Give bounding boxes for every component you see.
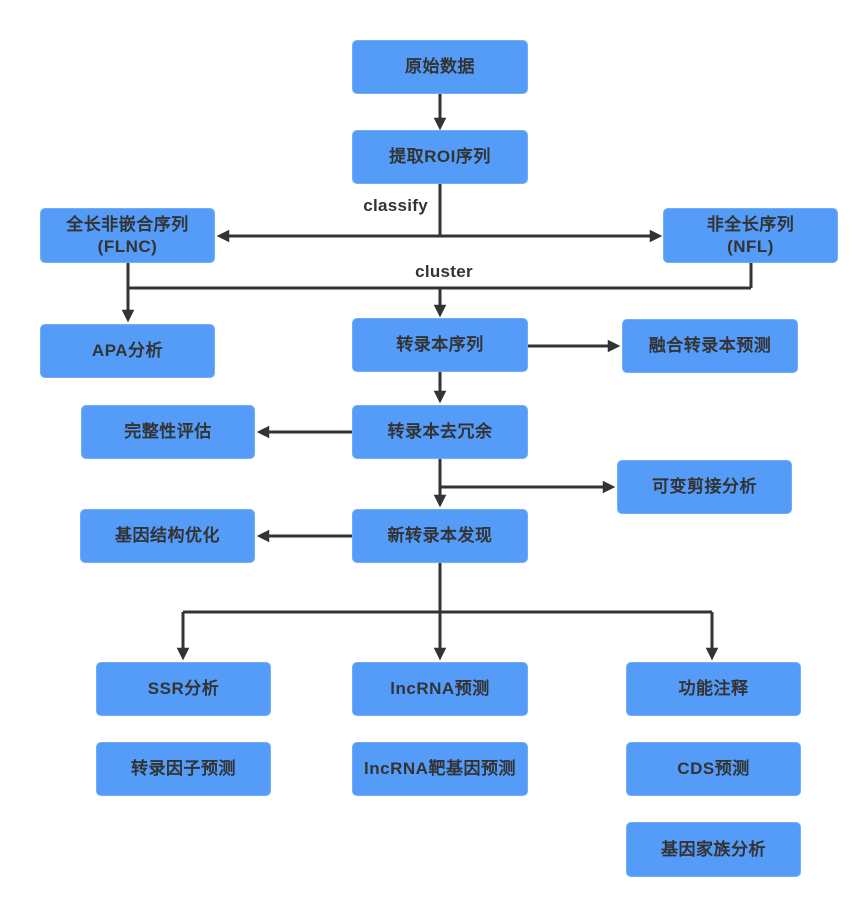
node-flnc-line2: (FLNC): [97, 236, 158, 256]
node-flnc: 全长非嵌合序列 (FLNC): [40, 208, 215, 263]
node-cds-pred-label: CDS预测: [677, 759, 750, 778]
node-integrity-label: 完整性评估: [124, 422, 212, 441]
node-extract-roi: 提取ROI序列: [352, 130, 528, 184]
node-func-annot-label: 功能注释: [678, 679, 749, 698]
node-fusion-pred: 融合转录本预测: [622, 319, 798, 373]
node-transcript-seq-label: 转录本序列: [396, 335, 484, 354]
node-gene-structure-label: 基因结构优化: [115, 526, 220, 545]
node-ssr-label: SSR分析: [147, 679, 220, 698]
node-tf-pred-label: 转录因子预测: [131, 759, 236, 778]
node-apa: APA分析: [40, 324, 215, 378]
node-func-annot: 功能注释: [626, 662, 801, 716]
node-lncrna-target: lncRNA靶基因预测: [352, 742, 528, 796]
node-gene-family-label: 基因家族分析: [661, 839, 766, 859]
node-fusion-pred-label: 融合转录本预测: [648, 336, 772, 355]
node-cds-pred: CDS预测: [626, 742, 801, 796]
node-gene-structure: 基因结构优化: [80, 509, 255, 563]
node-nfl-line2: (NFL): [727, 236, 774, 256]
node-transcript-seq: 转录本序列: [352, 318, 528, 372]
node-gene-family: 基因家族分析: [626, 822, 801, 877]
node-nfl: 非全长序列 (NFL): [663, 208, 838, 263]
node-raw-data: 原始数据: [352, 40, 528, 94]
edge-label-cluster: cluster: [415, 262, 473, 281]
node-nfl-line1: 非全长序列: [706, 214, 795, 234]
node-dedup-label: 转录本去冗余: [387, 422, 493, 441]
node-ssr: SSR分析: [96, 662, 271, 716]
node-alt-splicing-label: 可变剪接分析: [652, 477, 757, 496]
node-lncrna-pred-label: lncRNA预测: [390, 679, 490, 698]
node-integrity: 完整性评估: [81, 405, 255, 459]
node-tf-pred: 转录因子预测: [96, 742, 271, 796]
node-lncrna-target-label: lncRNA靶基因预测: [364, 759, 516, 778]
node-extract-roi-label: 提取ROI序列: [389, 147, 491, 166]
node-raw-data-label: 原始数据: [405, 57, 475, 76]
node-lncrna-pred: lncRNA预测: [352, 662, 528, 716]
node-novel-transcript-label: 新转录本发现: [387, 526, 493, 545]
node-alt-splicing: 可变剪接分析: [617, 460, 792, 514]
edge-label-classify: classify: [363, 196, 428, 215]
node-flnc-line1: 全长非嵌合序列: [66, 214, 189, 234]
node-dedup: 转录本去冗余: [352, 405, 528, 459]
node-apa-label: APA分析: [91, 341, 164, 360]
node-novel-transcript: 新转录本发现: [352, 509, 528, 563]
